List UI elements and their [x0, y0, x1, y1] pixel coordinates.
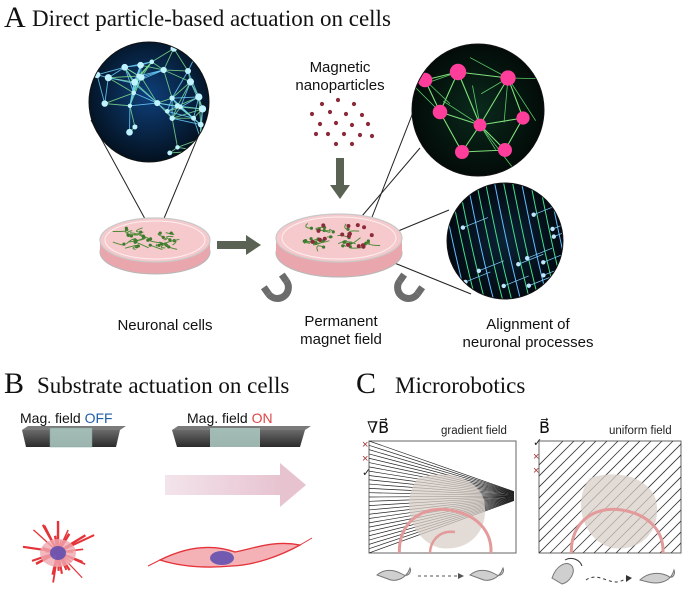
substrate-on	[172, 426, 311, 447]
label-magnet-line-2: magnet field	[300, 331, 382, 348]
cell-elongated	[147, 537, 313, 568]
gradient-field-label: gradient field	[441, 425, 507, 437]
microrobot-rolling-sketch	[551, 557, 675, 585]
cell-star-shaped	[22, 520, 95, 583]
uniform-mark-3: ×	[533, 465, 540, 477]
magnet-right-icon	[394, 272, 426, 302]
substrate-off	[22, 426, 126, 448]
panel-b-title: Substrate actuation on cells	[37, 373, 290, 398]
petri-dish-with-particles	[275, 213, 403, 278]
uniform-field-box	[538, 440, 682, 554]
panel-c-letter: C	[356, 367, 377, 400]
gradient-symbol: ∇B⃗	[367, 420, 390, 437]
gradient-marks: × × ✓	[362, 438, 371, 480]
panel-a-title: Direct particle-based actuation on cells	[32, 6, 391, 31]
uniform-mark-1: ✓	[533, 437, 543, 449]
label-field-on-prefix: Mag. field	[187, 410, 252, 426]
process-arrow-icon	[217, 235, 261, 255]
label-alignment-line-1: Alignment of	[486, 316, 570, 333]
panel-a-letter: A	[4, 1, 26, 34]
uniform-field-label: uniform field	[609, 425, 672, 437]
label-field-off-prefix: Mag. field	[20, 410, 85, 426]
label-magnetic-nanoparticles: Magnetic nanoparticles	[278, 59, 402, 95]
gradient-mark-3: ✓	[362, 467, 372, 479]
label-field-on-state: ON	[251, 410, 273, 426]
label-alignment-processes: Alignment of neuronal processes	[453, 316, 603, 352]
label-nanoparticles-line-1: Magnetic	[309, 59, 371, 76]
uniform-mark-2: ×	[533, 451, 540, 463]
panel-b-letter: B	[4, 367, 25, 400]
gradient-mark-1: ×	[362, 439, 369, 451]
label-field-on: Mag. field ON	[187, 410, 273, 426]
label-magnet-line-1: Permanent	[304, 313, 378, 330]
label-nanoparticles-line-2: nanoparticles	[295, 77, 385, 94]
label-alignment-line-2: neuronal processes	[462, 334, 594, 351]
label-field-off: Mag. field OFF	[20, 410, 113, 426]
label-permanent-magnet-field: Permanent magnet field	[283, 313, 399, 349]
label-field-off-state: OFF	[84, 410, 113, 426]
microrobot-translation-sketch	[376, 566, 504, 581]
micrograph-neuronal-network	[88, 41, 210, 163]
label-neuronal-cells: Neuronal cells	[117, 317, 213, 334]
panel-c-title: Microrobotics	[395, 373, 526, 398]
uniform-marks: ✓ × ×	[533, 436, 542, 478]
nanoparticle-arrow-icon	[330, 158, 350, 199]
gradient-mark-2: ×	[362, 453, 369, 465]
magnet-left-icon	[260, 272, 292, 302]
nanoparticle-cloud	[309, 97, 375, 147]
petri-dish-neuronal-cells	[99, 217, 211, 275]
micrograph-particle-clusters	[411, 43, 545, 177]
micrograph-aligned-processes	[446, 182, 564, 300]
actuation-arrow-icon	[165, 463, 306, 507]
gradient-field-box	[368, 440, 517, 554]
uniform-symbol: B⃗	[539, 420, 550, 437]
